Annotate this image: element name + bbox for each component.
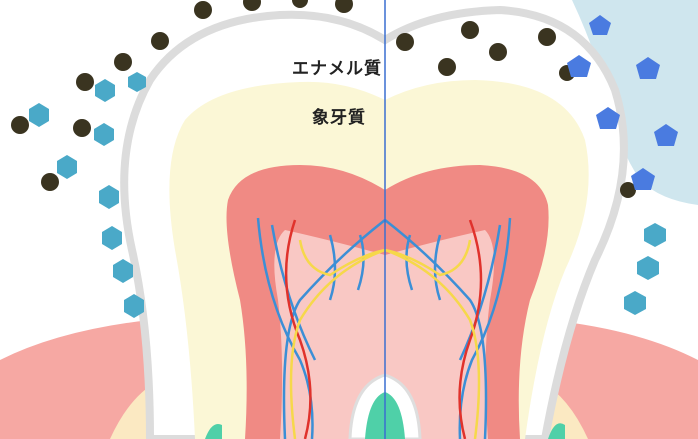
dark-round-bacteria-icon [73, 119, 91, 137]
enamel-label: エナメル質 [292, 54, 382, 79]
dentin-label: 象牙質 [312, 103, 366, 128]
hexagon-bacteria-icon [102, 226, 122, 250]
dark-round-bacteria-icon [194, 1, 212, 19]
dark-round-bacteria-icon [11, 116, 29, 134]
dark-round-bacteria-icon [243, 0, 261, 11]
dark-round-bacteria-icon [396, 33, 414, 51]
hexagon-bacteria-icon [29, 103, 49, 127]
hexagon-bacteria-icon [99, 185, 119, 209]
hexagon-bacteria-icon [113, 259, 133, 283]
hexagon-bacteria-icon [57, 155, 77, 179]
dark-round-bacteria-icon [76, 73, 94, 91]
dark-round-bacteria-icon [335, 0, 353, 13]
dark-round-bacteria-icon [41, 173, 59, 191]
dark-round-bacteria-icon [292, 0, 308, 8]
dark-round-bacteria-icon [461, 21, 479, 39]
hexagon-bacteria-icon [94, 123, 114, 146]
hexagon-bacteria-icon [637, 256, 659, 280]
dark-round-bacteria-icon [489, 43, 507, 61]
dark-round-bacteria-icon [151, 32, 169, 50]
hexagon-bacteria-icon [624, 291, 646, 315]
hexagon-bacteria-icon [644, 223, 666, 247]
dark-round-bacteria-icon [114, 53, 132, 71]
dark-round-bacteria-icon [538, 28, 556, 46]
hexagon-bacteria-icon [95, 79, 115, 102]
dark-round-bacteria-icon [438, 58, 456, 76]
